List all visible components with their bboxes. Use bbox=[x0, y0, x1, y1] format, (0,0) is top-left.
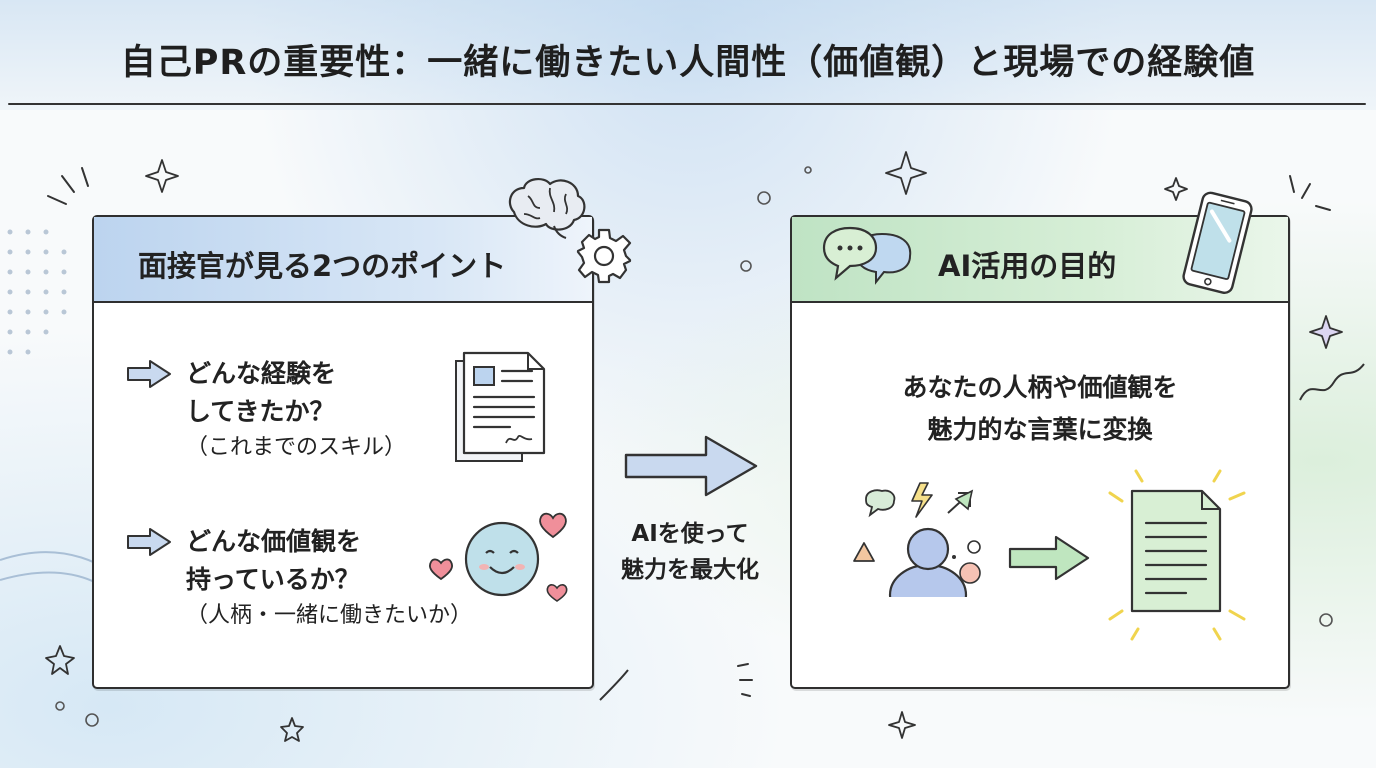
glowing-document-icon bbox=[1108, 469, 1246, 641]
speech-bubbles-icon bbox=[822, 226, 912, 285]
ai-purpose-description: あなたの人柄や価値観を 魅力的な言葉に変換 bbox=[792, 367, 1288, 451]
ai-purpose-panel: AI活用の目的 あなたの人柄や価値観を 魅力的な言葉に変換 bbox=[790, 215, 1290, 689]
heart-icon bbox=[539, 512, 567, 539]
values-point: どんな価値観を 持っているか？ （人柄・一緒に働きたいか） bbox=[186, 523, 472, 633]
interviewer-points-panel: 面接官が見る2つのポイント どんな経験を してきたか？ （これまでのスキル） ど… bbox=[92, 215, 594, 689]
caption-line2: 魅力を最大化 bbox=[621, 557, 759, 583]
document-icon bbox=[455, 351, 546, 462]
ai-maximize-caption: AIを使って 魅力を最大化 bbox=[610, 516, 770, 588]
left-panel-title: 面接官が見る2つのポイント bbox=[138, 249, 507, 283]
values-line2: 持っているか？ bbox=[186, 565, 360, 594]
person-with-ideas-icon bbox=[853, 482, 981, 627]
page-title: 自己PRの重要性：一緒に働きたい人間性（価値観）と現場での経験値 bbox=[120, 43, 1256, 83]
smiley-face-icon bbox=[464, 521, 540, 597]
caption-line1: AIを使って bbox=[631, 521, 749, 547]
smartphone-icon bbox=[1182, 191, 1253, 294]
arrow-right-icon bbox=[127, 360, 171, 388]
brain-icon bbox=[508, 178, 586, 239]
arrow-right-icon bbox=[127, 528, 171, 556]
heart-icon bbox=[546, 584, 568, 602]
experience-sub: （これまでのスキル） bbox=[186, 435, 407, 460]
heart-icon bbox=[428, 558, 454, 581]
left-panel-header: 面接官が見る2つのポイント bbox=[94, 217, 592, 303]
arrow-right-icon bbox=[1008, 535, 1090, 581]
values-sub: （人柄・一緒に働きたいか） bbox=[186, 603, 473, 628]
big-arrow-right-icon bbox=[624, 435, 758, 497]
values-line1: どんな価値観を bbox=[186, 527, 362, 556]
title-band bbox=[0, 0, 1376, 110]
experience-line2: してきたか？ bbox=[186, 397, 335, 426]
desc-line1: あなたの人柄や価値観を bbox=[902, 373, 1178, 402]
desc-line2: 魅力的な言葉に変換 bbox=[927, 415, 1153, 444]
experience-point: どんな経験を してきたか？ （これまでのスキル） bbox=[186, 355, 406, 465]
title-divider bbox=[8, 103, 1366, 105]
experience-line1: どんな経験を bbox=[186, 359, 337, 388]
right-panel-title: AI活用の目的 bbox=[938, 249, 1117, 283]
gear-icon bbox=[576, 228, 632, 284]
